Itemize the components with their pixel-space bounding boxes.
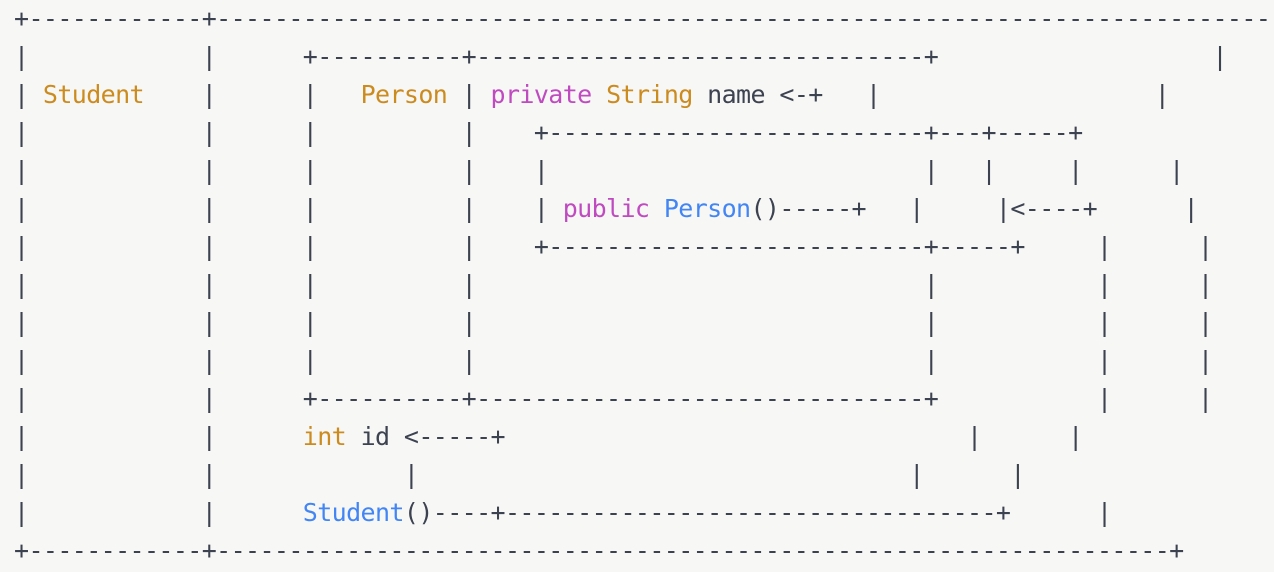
diagram-row-5-seg-3: Person — [663, 194, 751, 223]
diagram-row-11: | | int id <-----+ | | — [14, 418, 1083, 456]
diagram-row-0: +------------+--------------------------… — [14, 0, 1274, 38]
diagram-row-3-seg-1: | — [1083, 118, 1274, 147]
diagram-row-0-seg-0: +------------+ — [14, 4, 217, 33]
diagram-row-2-seg-10: <-+ | | — [764, 80, 1170, 109]
diagram-row-2-seg-2: | | — [143, 80, 361, 109]
diagram-row-10-seg-0: | | +----------+------------------------… — [14, 384, 1213, 413]
diagram-row-1-seg-0: | | +----------+------------------------… — [14, 42, 939, 71]
diagram-row-2-seg-4: | — [447, 80, 491, 109]
diagram-row-2-seg-8 — [693, 80, 707, 109]
diagram-row-1: | | +----------+------------------------… — [14, 38, 1228, 76]
diagram-row-14: +------------+--------------------------… — [14, 532, 1184, 570]
diagram-row-9-seg-0: | | | | | | | — [14, 346, 1213, 375]
diagram-row-2-seg-6 — [592, 80, 606, 109]
diagram-row-8-seg-0: | | | | | | | — [14, 308, 1213, 337]
diagram-row-11-seg-2 — [346, 422, 360, 451]
diagram-row-12: | | | | | — [14, 456, 1025, 494]
diagram-row-2-seg-7: String — [606, 80, 693, 109]
diagram-row-2-seg-3: Person — [360, 80, 448, 109]
diagram-row-3: | | | | +--------------------------+---+… — [14, 114, 1274, 152]
diagram-row-5-seg-4: ()-----+ | |<----+ | — [750, 194, 1199, 223]
diagram-row-4-seg-0: | | | | | | | | | — [14, 156, 1184, 185]
diagram-row-5-seg-1: public — [562, 194, 650, 223]
diagram-row-2-seg-9: name — [707, 80, 765, 109]
diagram-row-7-seg-0: | | | | | | | — [14, 270, 1213, 299]
diagram-row-10: | | +----------+------------------------… — [14, 380, 1213, 418]
diagram-row-13: | | Student()----+----------------------… — [14, 494, 1112, 532]
diagram-row-13-seg-2: ()----+---------------------------------… — [403, 498, 1112, 527]
diagram-row-6: | | | | +--------------------------+----… — [14, 228, 1213, 266]
diagram-row-5-seg-2 — [649, 194, 663, 223]
diagram-row-13-seg-0: | | — [14, 498, 303, 527]
diagram-row-6-seg-0: | | | | +--------------------------+----… — [14, 232, 1213, 261]
diagram-row-1-seg-1: | — [938, 42, 1227, 71]
diagram-row-2-seg-0: | — [14, 80, 43, 109]
diagram-row-12-seg-0: | | | | | — [14, 460, 1025, 489]
diagram-row-2-seg-1: Student — [42, 80, 145, 109]
diagram-row-11-seg-0: | | — [14, 422, 303, 451]
diagram-row-4: | | | | | | | | | — [14, 152, 1184, 190]
diagram-row-8: | | | | | | | — [14, 304, 1213, 342]
diagram-row-11-seg-4: <-----+ | | — [389, 422, 1083, 451]
diagram-row-5: | | | | | public Person()-----+ | |<----… — [14, 190, 1199, 228]
diagram-row-3-seg-0: | | | | +--------------------------+---+… — [14, 118, 1083, 147]
diagram-row-2-seg-5: private — [490, 80, 593, 109]
diagram-row-13-seg-1: Student — [302, 498, 405, 527]
diagram-row-0-seg-1: ----------------------------------------… — [216, 4, 1274, 33]
diagram-row-14-seg-0: +------------+--------------------------… — [14, 536, 1184, 565]
diagram-row-5-seg-0: | | | | | — [14, 194, 563, 223]
diagram-row-9: | | | | | | | — [14, 342, 1213, 380]
diagram-row-7: | | | | | | | — [14, 266, 1213, 304]
diagram-row-2: | Student | | Person | private String na… — [14, 76, 1170, 114]
diagram-row-11-seg-1: int — [302, 422, 347, 451]
diagram-row-11-seg-3: id — [360, 422, 390, 451]
